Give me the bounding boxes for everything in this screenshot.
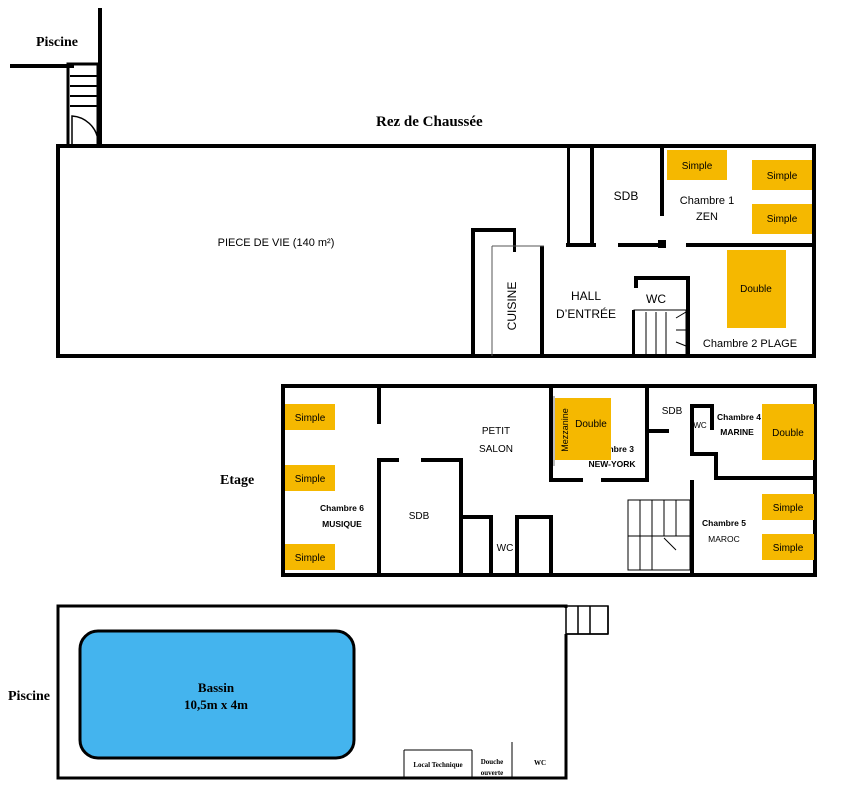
label-chambre3-line1: Chambre 3 — [590, 444, 634, 454]
bed-simple-c5-b: Simple — [762, 534, 814, 560]
label-piece-de-vie: PIECE DE VIE (140 m²) — [218, 237, 335, 249]
svg-text:Simple: Simple — [767, 171, 798, 182]
svg-text:Double: Double — [575, 419, 607, 430]
upper-floor-plan — [281, 384, 817, 577]
bed-simple-c6-c: Simple — [285, 544, 335, 570]
label-bassin: Bassin — [198, 680, 235, 695]
label-douche-line1: Douche — [481, 758, 504, 766]
label-chambre6-line2: MUSIQUE — [322, 519, 362, 529]
label-petit-salon-line1: PETIT — [482, 426, 510, 437]
pool-area-plan — [56, 604, 609, 780]
label-wc-pool: WC — [534, 759, 546, 767]
label-petit-salon-line2: SALON — [479, 444, 513, 455]
label-hall-line1: HALL — [571, 289, 601, 303]
bed-simple-c1-c: Simple — [752, 204, 812, 234]
label-wc-upper-small: WC — [693, 421, 707, 430]
svg-text:Double: Double — [740, 284, 772, 295]
svg-text:Simple: Simple — [295, 474, 326, 485]
label-chambre1-line2: ZEN — [696, 211, 718, 223]
label-piscine-top: Piscine — [36, 35, 78, 50]
bed-simple-c6-b: Simple — [285, 465, 335, 491]
bed-double-c4: Double — [762, 404, 814, 460]
label-chambre3-line2: NEW-YORK — [588, 459, 636, 469]
svg-text:Simple: Simple — [767, 214, 798, 225]
label-chambre5-line2: MAROC — [708, 534, 740, 544]
label-sdb-ground: SDB — [614, 189, 639, 203]
svg-text:Simple: Simple — [773, 503, 804, 514]
label-rez-de-chaussee: Rez de Chaussée — [376, 114, 483, 130]
label-local-technique: Local Technique — [413, 761, 462, 769]
svg-text:Simple: Simple — [295, 553, 326, 564]
label-chambre5-line1: Chambre 5 — [702, 518, 746, 528]
label-chambre4-line1: Chambre 4 — [717, 412, 761, 422]
bed-simple-c6-a: Simple — [285, 404, 335, 430]
label-chambre1-line1: Chambre 1 — [680, 195, 734, 207]
top-stair-access — [10, 8, 102, 148]
label-hall-line2: D’ENTRÉE — [556, 306, 616, 321]
label-piscine-bottom: Piscine — [8, 689, 50, 704]
label-wc-upper-bottom: WC — [497, 543, 514, 554]
label-chambre4-line2: MARINE — [720, 427, 754, 437]
label-chambre6-line1: Chambre 6 — [320, 503, 364, 513]
label-sdb-upper-left: SDB — [409, 511, 430, 522]
ground-floor-plan — [56, 144, 816, 358]
bed-simple-c5-a: Simple — [762, 494, 814, 520]
label-etage: Etage — [220, 473, 254, 488]
label-mezzanine: Mezzanine — [560, 408, 570, 452]
bed-double-c3: Double Mezzanine — [555, 398, 611, 460]
label-cuisine: CUISINE — [505, 282, 519, 331]
pool-basin — [78, 629, 356, 760]
svg-text:Simple: Simple — [295, 413, 326, 424]
bed-double-c2: Double — [727, 250, 786, 328]
label-chambre2: Chambre 2 PLAGE — [703, 338, 797, 350]
label-sdb-upper-top: SDB — [662, 406, 683, 417]
label-bassin-dimensions: 10,5m x 4m — [184, 697, 248, 712]
label-wc-ground: WC — [646, 292, 666, 306]
svg-text:Simple: Simple — [682, 161, 713, 172]
bed-simple-c1-a: Simple — [667, 150, 727, 180]
bed-simple-c1-b: Simple — [752, 160, 812, 190]
svg-text:Simple: Simple — [773, 543, 804, 554]
label-douche-line2: ouverte — [481, 769, 504, 777]
svg-text:Double: Double — [772, 428, 804, 439]
